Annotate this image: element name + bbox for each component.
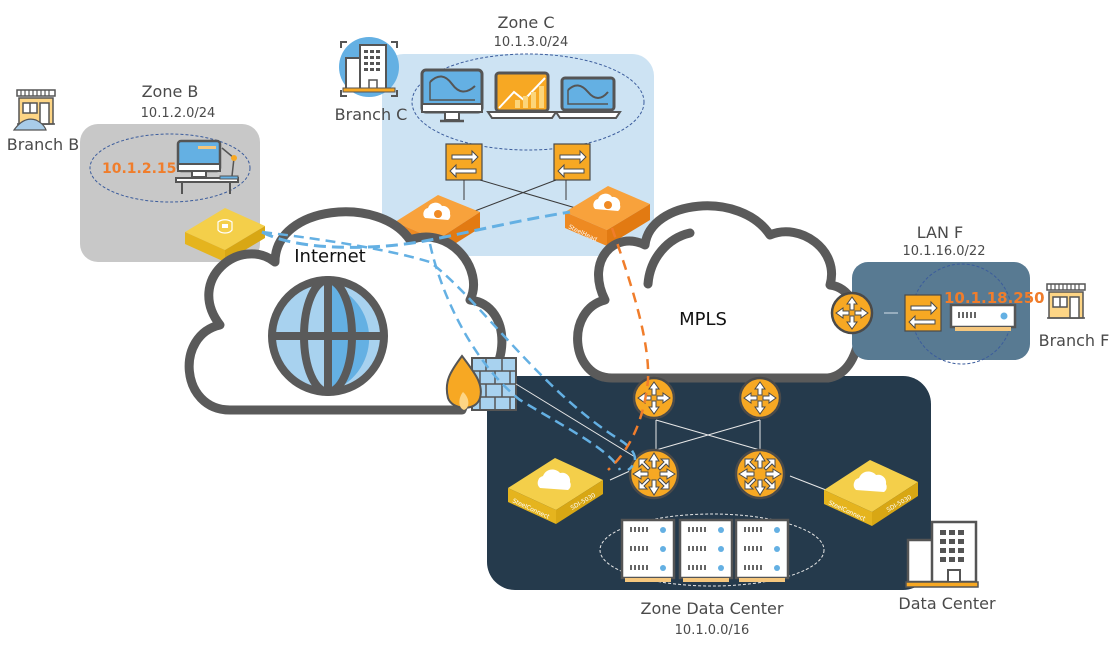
zone-b-subnet: 10.1.2.0/24	[141, 106, 216, 121]
zone-c-title: Zone C	[498, 13, 555, 32]
lan-f: LAN F 10.1.16.0/22 10.1.18.250	[852, 223, 1045, 365]
dc-links	[515, 383, 827, 491]
branch-c-site: Branch C	[335, 37, 408, 124]
cloud-icon	[853, 471, 887, 492]
data-center-label: Data Center	[898, 594, 996, 613]
zone-c-subnet: 10.1.3.0/24	[494, 35, 569, 50]
data-center-site: Data Center	[898, 520, 996, 613]
zone-c-switch-left-icon	[445, 143, 483, 181]
lan-f-switch-icon	[904, 294, 942, 332]
zone-b-host-group	[89, 133, 251, 203]
lan-f-title: LAN F	[917, 223, 963, 242]
laptop-analytics-icon	[554, 76, 622, 119]
zone-b-host-ip: 10.1.2.15	[102, 161, 176, 177]
branch-c-label: Branch C	[335, 105, 408, 124]
path-mpls-zone-c-to-dc	[607, 227, 650, 471]
shop-icon	[1046, 283, 1086, 319]
branch-f-site: Branch F	[1039, 283, 1110, 350]
zone-c: Zone C 10.1.3.0/24	[382, 13, 654, 256]
branch-b-site: Branch B	[7, 89, 80, 154]
branch-b-label: Branch B	[7, 135, 80, 154]
desktop-computer-icon	[175, 139, 239, 194]
dc-core-switch-left-icon	[628, 448, 680, 500]
dc-edge-router-right-icon	[738, 376, 782, 420]
dc-server-3-icon	[734, 518, 790, 584]
globe-mini-icon	[434, 210, 442, 218]
zone-c-host-group	[411, 53, 645, 151]
laptop-growth-chart-icon	[486, 71, 558, 119]
dc-server-1-icon	[620, 518, 676, 584]
frame-corners	[340, 41, 398, 97]
zone-data-center	[487, 376, 931, 590]
zone-b-title: Zone B	[142, 82, 199, 101]
office-building-icon	[905, 520, 979, 588]
dc-server-group	[599, 513, 825, 587]
office-building-icon	[342, 44, 396, 93]
zone-dc-title: Zone Data Center	[641, 599, 784, 618]
monitor-analytics-icon	[420, 68, 484, 123]
internet-cloud-label: Internet	[294, 246, 365, 267]
steelconnect-sdi-5030-left: SteelConnect SDI-5030	[508, 458, 603, 524]
path-zone-c-to-dc	[428, 243, 622, 471]
lan-f-host-ip: 10.1.18.250	[944, 289, 1045, 307]
zone-c-switch-right-icon	[553, 143, 591, 181]
dc-edge-router-left-icon	[632, 376, 676, 420]
zone-b: Zone B 10.1.2.0/24 10.1.2.15	[80, 82, 265, 262]
dc-core-switch-right-icon	[734, 448, 786, 500]
firewall-icon	[445, 354, 517, 411]
lan-f-server-icon	[949, 303, 1017, 331]
zone-dc-background	[487, 376, 931, 590]
path-zone-b-to-zone-c	[261, 210, 571, 249]
dc-server-2-icon	[678, 518, 734, 584]
steelhead-appliance-right: SteelHead	[565, 186, 650, 246]
traffic-paths	[261, 210, 650, 472]
globe-mini-icon	[604, 201, 612, 209]
branch-f-label: Branch F	[1039, 331, 1110, 350]
cloud-icon	[537, 469, 571, 490]
shield-icon	[217, 219, 233, 234]
zone-dc-subnet: 10.1.0.0/16	[675, 623, 750, 638]
mpls-cloud-label: MPLS	[679, 309, 727, 330]
shop-icon	[12, 89, 56, 131]
lan-f-subnet: 10.1.16.0/22	[903, 244, 986, 259]
lan-f-router-icon	[830, 291, 874, 335]
globe-icon	[268, 276, 388, 396]
lock-icon	[222, 224, 228, 228]
